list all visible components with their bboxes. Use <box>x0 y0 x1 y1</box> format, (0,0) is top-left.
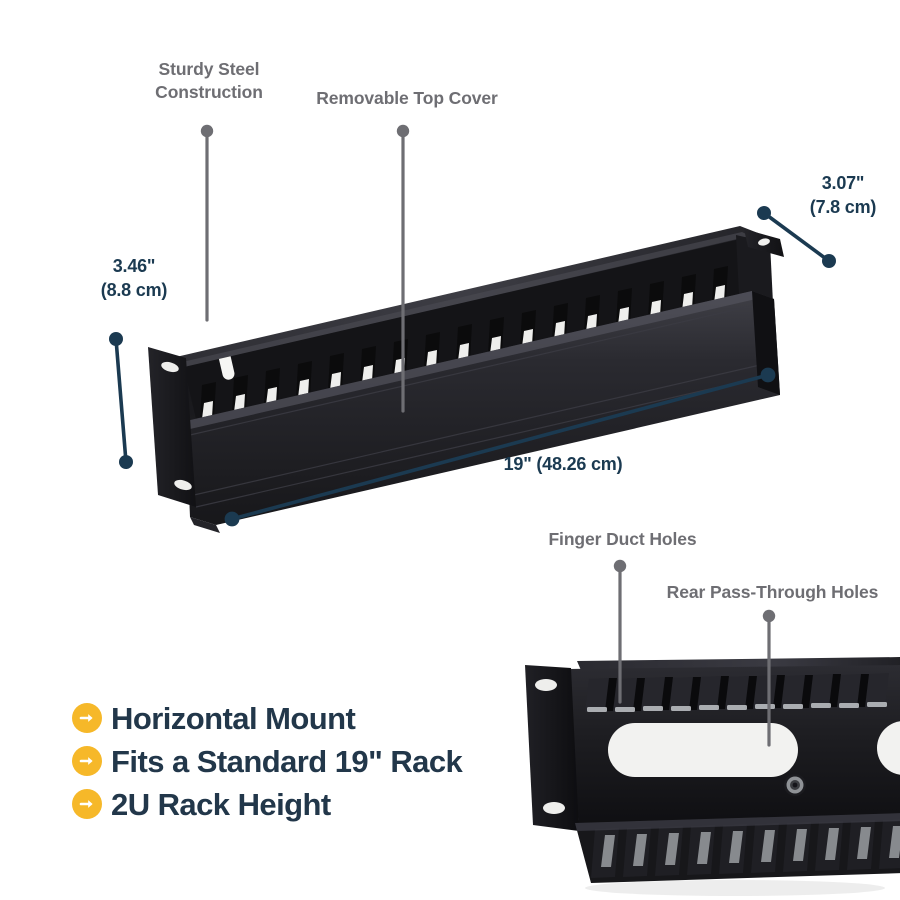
rear-lower-finger-comb <box>575 813 900 883</box>
rear-rack-ear-hole-bottom <box>543 802 565 814</box>
arrow-right-circle-icon <box>72 703 102 733</box>
pass-through-hole-1 <box>608 723 798 777</box>
feature-list: Horizontal Mount Fits a Standard 19" Rac… <box>72 697 463 825</box>
product-image-rear-detail <box>505 645 900 900</box>
dimension-label-width: 19" (48.26 cm) <box>503 454 623 474</box>
duct-top-rail-highlight <box>178 232 750 367</box>
callout-label-removable-top-cover: Removable Top Cover <box>316 88 498 108</box>
rear-contact-shadow <box>585 880 885 896</box>
feature-label: Horizontal Mount <box>111 700 356 736</box>
rear-pass-through-holes <box>608 721 900 777</box>
mounting-screw <box>784 774 806 796</box>
rack-ear-hole-left-bottom <box>174 479 192 491</box>
callout-label-rear-pass-through-holes: Rear Pass-Through Holes <box>666 582 879 602</box>
dimension-label-height: 3.46" (8.8 cm) <box>100 256 168 301</box>
callout-label-finger-duct-holes: Finger Duct Holes <box>548 529 697 549</box>
rear-rack-ear-hole-top <box>535 679 557 691</box>
feature-label: Fits a Standard 19" Rack <box>111 743 463 779</box>
rear-finger-duct-holes <box>585 673 889 712</box>
rear-detail-illustration <box>525 657 900 896</box>
product-image-main-duct <box>140 195 800 540</box>
feature-item-horizontal-mount: Horizontal Mount <box>72 697 462 739</box>
duct-bottom-foot <box>190 517 220 533</box>
pass-through-hole-2 <box>877 721 900 775</box>
dimension-line-height <box>109 332 133 469</box>
rack-ear-left <box>148 347 196 507</box>
feature-item-2u-rack-height: 2U Rack Height <box>72 783 462 825</box>
feature-item-fits-standard-19-rack: Fits a Standard 19" Rack <box>72 740 463 782</box>
arrow-right-circle-icon <box>72 746 102 776</box>
feature-label: 2U Rack Height <box>111 786 331 822</box>
rack-ear-hole-left-top <box>161 361 179 373</box>
dimension-label-depth: 3.07" (7.8 cm) <box>809 173 877 218</box>
arrow-right-circle-icon <box>72 789 102 819</box>
callout-label-sturdy-steel-construction: Sturdy Steel Construction <box>155 59 263 103</box>
main-duct-illustration <box>148 226 784 533</box>
rear-rack-ear-left <box>525 665 579 831</box>
